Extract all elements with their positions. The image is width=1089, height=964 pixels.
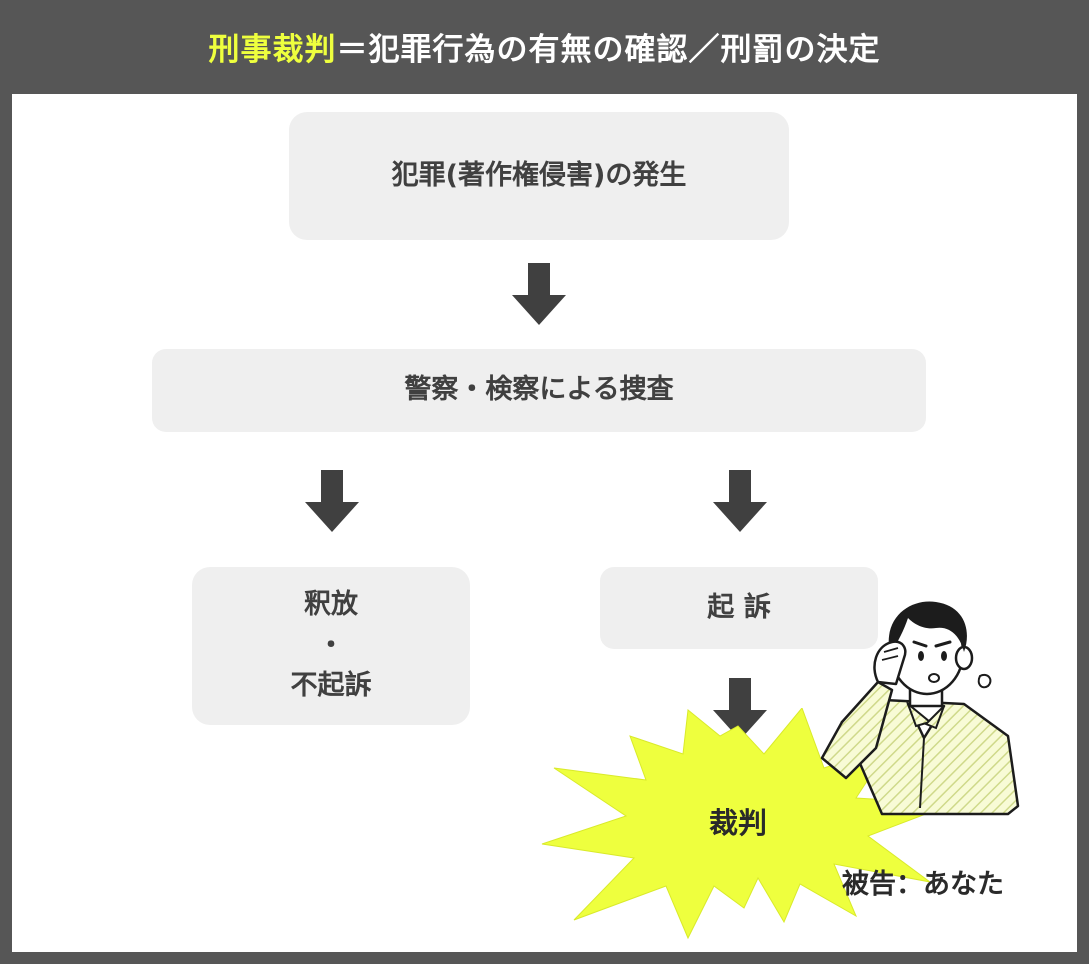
defendant-label: 被告：あなた — [842, 862, 1022, 901]
down-arrow-icon — [713, 470, 767, 532]
title-text: ＝犯罪行為の有無の確認／刑罰の決定 — [337, 24, 881, 69]
non-indictment-label: 不起訴 — [291, 666, 372, 707]
down-arrow-icon — [305, 470, 359, 532]
crime-occurrence-box: 犯罪(著作権侵害)の発生 — [289, 112, 789, 240]
release-box: 釈放 ・ 不起訴 — [192, 567, 470, 725]
release-label: 釈放 — [304, 585, 358, 626]
release-separator: ・ — [318, 626, 345, 667]
down-arrow-icon — [512, 263, 566, 325]
crime-occurrence-label: 犯罪(著作権侵害)の発生 — [392, 156, 687, 197]
title-highlight: 刑事裁判 — [209, 24, 337, 69]
trial-label: 裁判 — [668, 800, 808, 842]
investigation-box: 警察・検察による捜査 — [152, 349, 926, 432]
person-worried-icon — [812, 596, 1022, 816]
title-bar: 刑事裁判＝犯罪行為の有無の確認／刑罰の決定 — [0, 0, 1089, 92]
indictment-label: 起 訴 — [707, 588, 770, 629]
investigation-label: 警察・検察による捜査 — [404, 370, 673, 411]
